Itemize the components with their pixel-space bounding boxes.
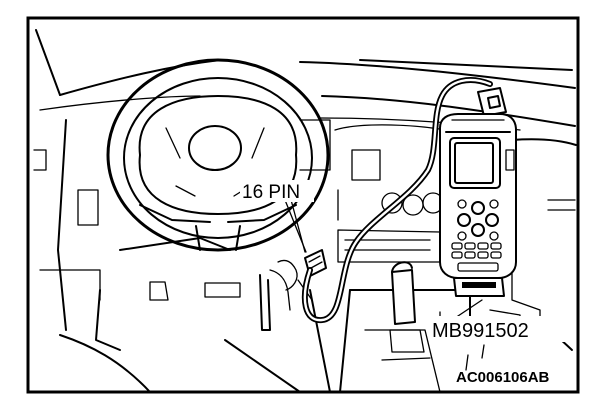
- dashboard-outline: [33, 29, 577, 393]
- connector-label: 16 PIN: [242, 182, 300, 203]
- tool-cable: [301, 77, 493, 324]
- tool-label-bg: [430, 316, 570, 342]
- scan-tool-device: [439, 87, 517, 297]
- figure-code: AC006106AB: [456, 369, 550, 386]
- diagnostic-connector: [269, 199, 327, 311]
- steering-wheel: [106, 58, 330, 252]
- connector-leader-line: [289, 195, 306, 253]
- figure-frame: [26, 16, 580, 394]
- connector-label-bg: [240, 180, 314, 202]
- tool-label: MB991502: [432, 320, 529, 342]
- code-leader-ticks: [465, 344, 485, 371]
